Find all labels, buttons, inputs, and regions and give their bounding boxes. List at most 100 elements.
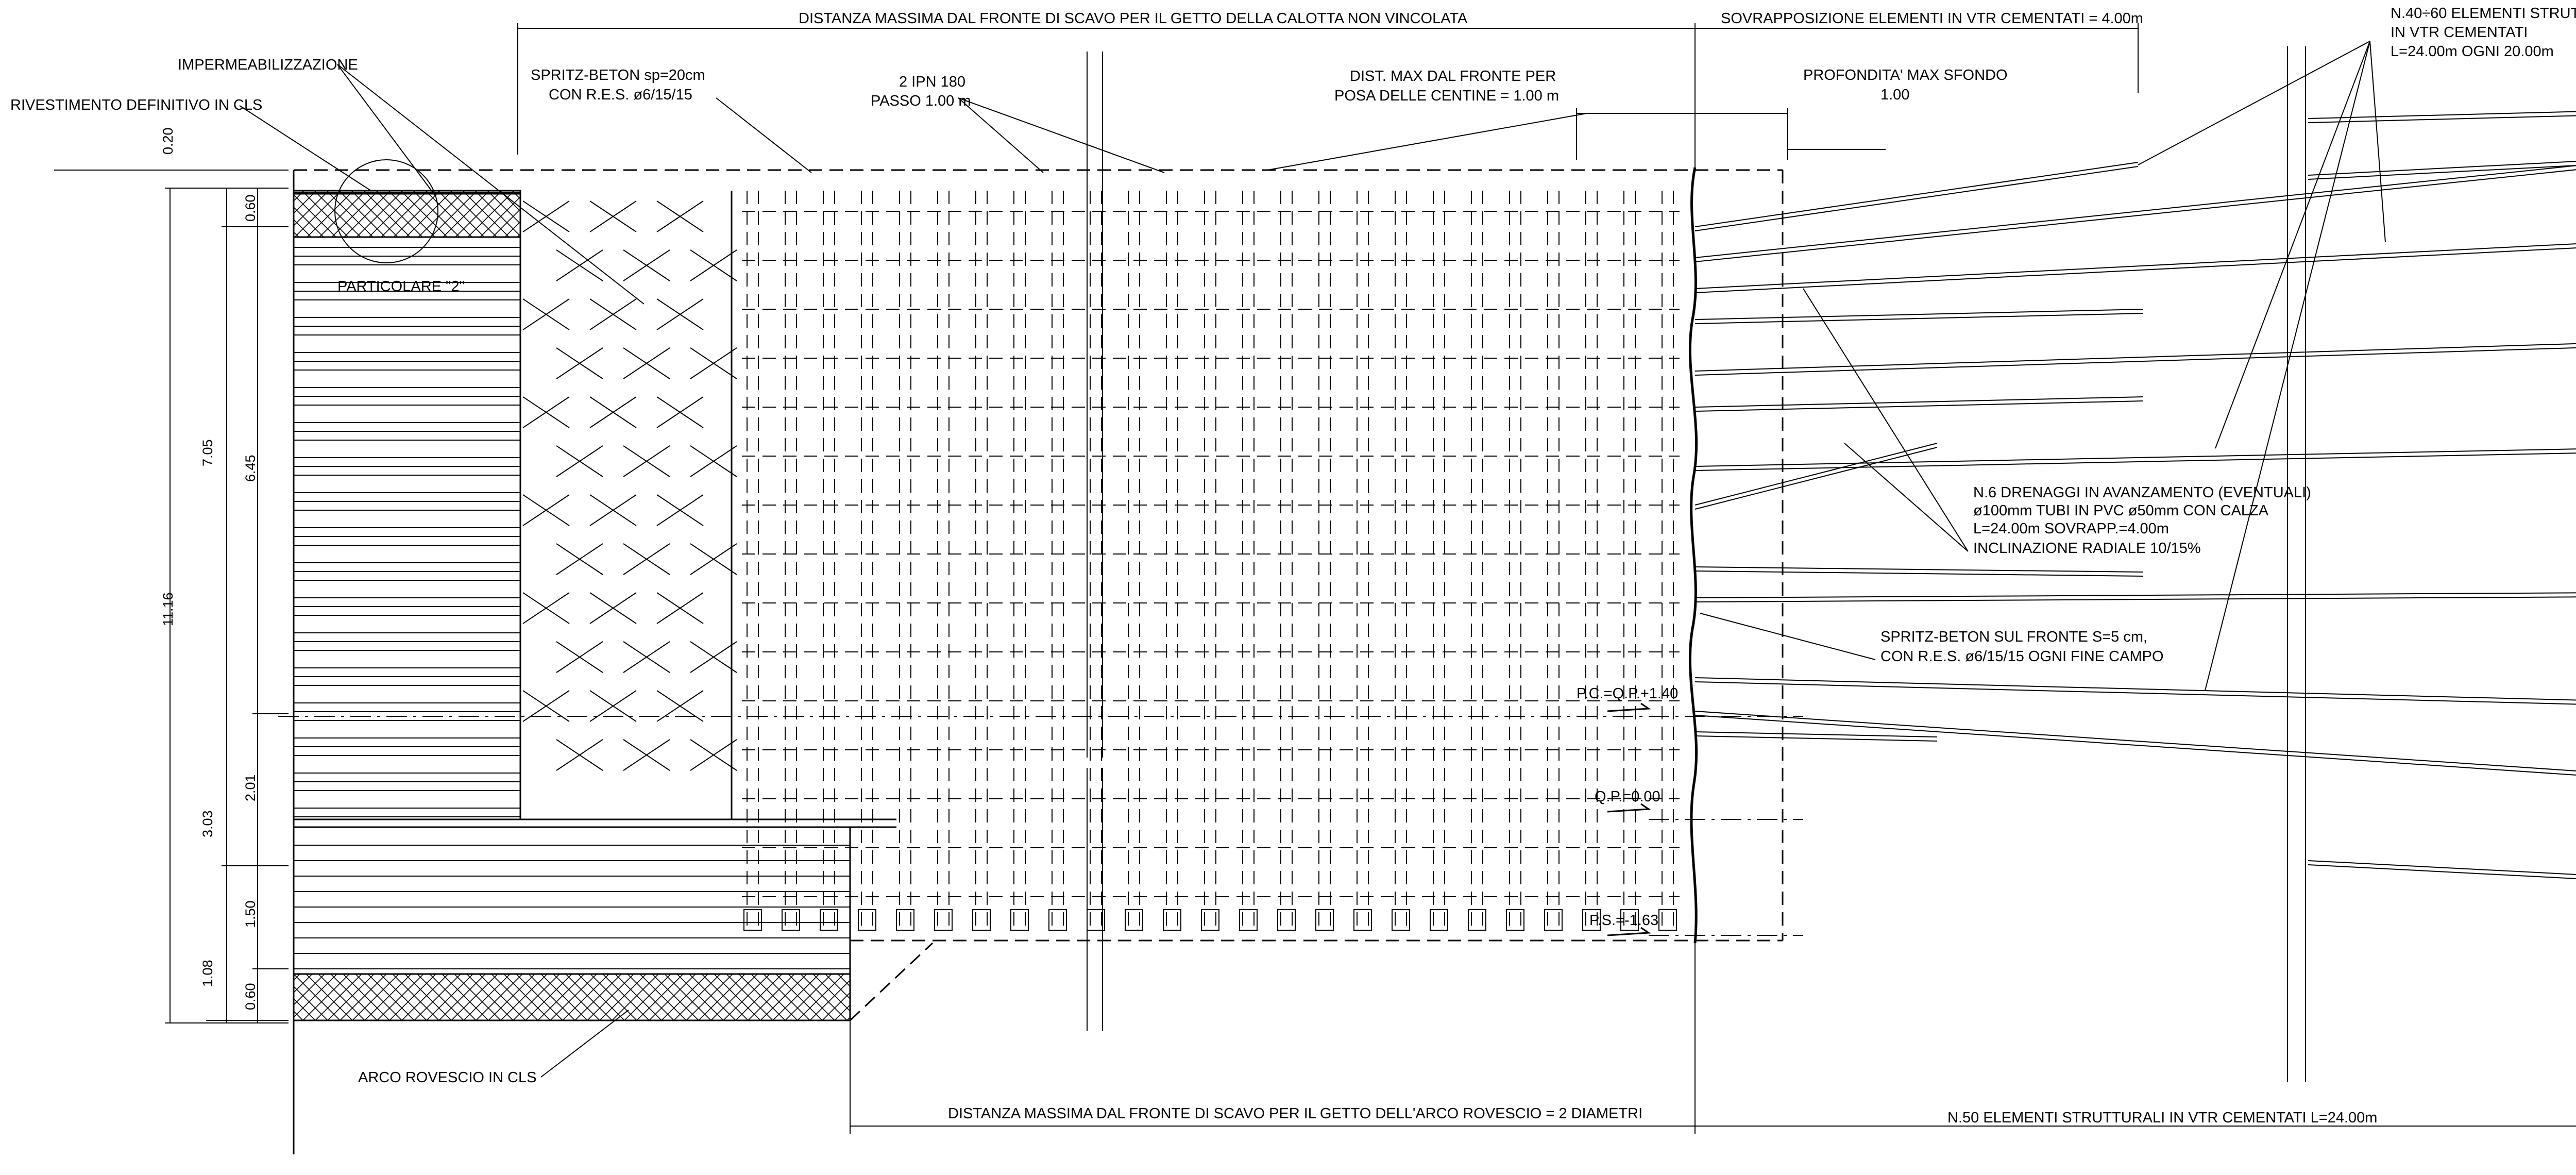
- spritz-cross: [522, 200, 570, 232]
- spritz-cross: [656, 396, 704, 428]
- spritz-cross: [690, 249, 737, 281]
- rib-foot: [858, 909, 876, 931]
- spritz-cross: [589, 592, 637, 624]
- spritz-cross: [589, 200, 637, 232]
- spritz-cross: [623, 641, 670, 673]
- final-lining-top: [293, 190, 521, 238]
- spritz-cross: [623, 445, 670, 477]
- label-ribs-2: POSA DELLE CENTINE = 1.00 m: [1334, 88, 1559, 104]
- rib-foot: [1048, 909, 1067, 931]
- rib-foot: [1620, 909, 1639, 931]
- label-ipn-2: PASSO 1.00 m: [871, 93, 971, 109]
- rib-foot: [1277, 909, 1296, 931]
- detail-2-circle: [334, 159, 438, 263]
- vtr-element: [1694, 165, 2576, 258]
- vtr-element: [1694, 400, 2144, 412]
- label-ipn-1: 2 IPN 180: [899, 74, 965, 90]
- rib-foot: [972, 909, 991, 931]
- label-level-ps: P.S.=-1.63: [1589, 912, 1658, 929]
- break-lines: [1087, 46, 2306, 1082]
- spritz-cross: [522, 592, 570, 624]
- label-invert: ARCO ROVESCIO IN CLS: [358, 1069, 536, 1086]
- invert-horizontal-courses: [294, 845, 850, 969]
- vtr-element: [1694, 447, 1938, 510]
- spritz-cross: [556, 249, 603, 281]
- rib-foot: [743, 909, 762, 931]
- label-drain-4: INCLINAZIONE RADIALE 10/15%: [1973, 540, 2201, 557]
- vtr-element: [2308, 115, 2576, 123]
- vtr-element: [1694, 681, 2576, 705]
- spritz-cross: [589, 690, 637, 722]
- dim-0-60-bottom: 0.60: [243, 983, 258, 1010]
- final-lining-horizontal-courses: [294, 247, 520, 817]
- label-elements-top-1: N.40÷60 ELEMENTI STRUTTURALI: [2391, 5, 2576, 22]
- spritz-cross: [690, 347, 737, 379]
- spritz-cross: [690, 543, 737, 575]
- rib-foot: [934, 909, 953, 931]
- spritz-cross: [690, 641, 737, 673]
- label-depth-2: 1.00: [1880, 87, 1909, 103]
- rib-foot: [1239, 909, 1258, 931]
- vtr-element: [1694, 731, 1938, 737]
- spritz-cross: [556, 445, 603, 477]
- spritz-cross: [556, 543, 603, 575]
- label-spritz-2: CON R.E.S. ø6/15/15: [549, 87, 692, 103]
- vtr-element: [2308, 111, 2576, 119]
- label-level-pc: P.C.=Q.P.+1.40: [1577, 685, 1678, 702]
- dim-0-20: 0.20: [160, 127, 176, 155]
- spritz-cross: [522, 494, 570, 526]
- dim-11-16: 11.16: [160, 592, 176, 626]
- vtr-element: [1694, 711, 2576, 771]
- tunnel-face: [1688, 167, 1698, 944]
- rib-foot: [896, 909, 914, 931]
- spritz-cross: [589, 494, 637, 526]
- spritz-beton-crosses: [522, 200, 737, 771]
- rib-foot: [1582, 909, 1601, 931]
- spritz-cross: [556, 739, 603, 771]
- vtr-element: [2308, 860, 2576, 875]
- steel-ribs: [742, 191, 1680, 931]
- label-spritz-1: SPRITZ-BETON sp=20cm: [531, 67, 705, 83]
- vtr-element: [2308, 161, 2576, 176]
- spritz-cross: [556, 347, 603, 379]
- spritz-cross: [656, 592, 704, 624]
- dim-3-03: 3.03: [200, 810, 215, 837]
- vtr-elements: [1694, 111, 2576, 879]
- spritz-cross: [522, 396, 570, 428]
- label-elements-top-2: IN VTR CEMENTATI: [2391, 24, 2528, 41]
- label-drain-2: ø100mm TUBI IN PVC ø50mm CON CALZA: [1973, 502, 2269, 519]
- vtr-element: [1694, 715, 2576, 776]
- rib-foot: [1544, 909, 1563, 931]
- spritz-cross: [690, 739, 737, 771]
- spritz-cross: [522, 690, 570, 722]
- rib-foot: [1010, 909, 1029, 931]
- spritz-cross: [656, 200, 704, 232]
- label-level-qp: Q.P.=0.00: [1595, 788, 1660, 805]
- vtr-element: [1694, 735, 1938, 742]
- vtr-element: [1694, 677, 2576, 701]
- rib-foot: [1392, 909, 1410, 931]
- label-ribs-1: DIST. MAX DAL FRONTE PER: [1350, 68, 1556, 85]
- label-top-span: DISTANZA MASSIMA DAL FRONTE DI SCAVO PER…: [799, 10, 1468, 27]
- spritz-cross: [623, 347, 670, 379]
- top-dimension-lines: [517, 23, 2139, 170]
- vtr-element: [1694, 166, 2139, 231]
- axis-lines: [278, 716, 1803, 936]
- label-final-lining: RIVESTIMENTO DEFINITIVO IN CLS: [10, 97, 262, 113]
- excavation-profile: [294, 169, 1784, 1021]
- level-marks: [1607, 702, 1651, 936]
- label-drain-3: L=24.00m SOVRAPP.=4.00m: [1973, 521, 2169, 537]
- rib-foot: [1315, 909, 1334, 931]
- label-elements-top-3: L=24.00m OGNI 20.00m: [2391, 43, 2554, 60]
- rib-foot: [820, 909, 838, 931]
- left-dimensions: [54, 170, 289, 1023]
- spritz-cross: [690, 445, 737, 477]
- vtr-element: [1694, 592, 2576, 598]
- vtr-element: [1694, 452, 2576, 471]
- spritz-cross: [623, 543, 670, 575]
- vtr-element: [1694, 309, 2144, 320]
- rib-foot: [1658, 909, 1677, 931]
- rib-foot: [1163, 909, 1181, 931]
- spritz-cross: [589, 298, 637, 330]
- dim-0-60-top: 0.60: [243, 194, 258, 222]
